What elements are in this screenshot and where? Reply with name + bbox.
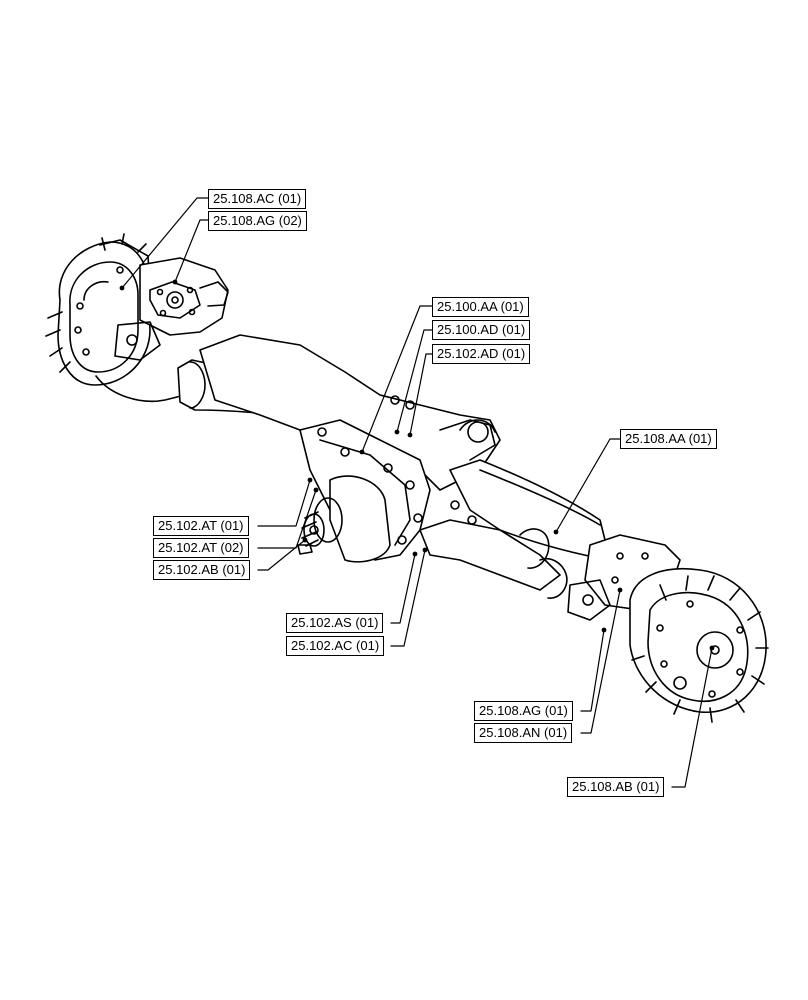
left-steering-knuckle [114, 257, 229, 361]
callout-25-108-ag-02[interactable]: 25.108.AG (02) [208, 211, 307, 231]
callout-25-102-ac-01[interactable]: 25.102.AC (01) [286, 636, 385, 656]
callout-25-108-an-01[interactable]: 25.108.AN (01) [474, 723, 573, 743]
callout-25-102-ad-01[interactable]: 25.102.AD (01) [432, 344, 531, 364]
axle-housing [177, 334, 611, 599]
callout-25-108-ag-01[interactable]: 25.108.AG (01) [474, 701, 573, 721]
callout-25-102-at-01[interactable]: 25.102.AT (01) [153, 516, 249, 536]
callout-25-108-aa-01[interactable]: 25.108.AA (01) [620, 429, 717, 449]
right-wheel-hub [629, 568, 769, 723]
callout-25-102-ab-01[interactable]: 25.102.AB (01) [153, 560, 251, 580]
input-pinion [297, 475, 391, 563]
callout-25-100-ad-01[interactable]: 25.100.AD (01) [432, 320, 531, 340]
callout-25-100-aa-01[interactable]: 25.100.AA (01) [432, 297, 529, 317]
callout-25-102-at-02[interactable]: 25.102.AT (02) [153, 538, 249, 558]
callout-25-108-ac-01[interactable]: 25.108.AC (01) [208, 189, 307, 209]
callout-25-102-as-01[interactable]: 25.102.AS (01) [286, 613, 384, 633]
leader-lines [121, 197, 713, 788]
callout-25-108-ab-01[interactable]: 25.108.AB (01) [567, 777, 665, 797]
leader-dots [119, 279, 715, 651]
